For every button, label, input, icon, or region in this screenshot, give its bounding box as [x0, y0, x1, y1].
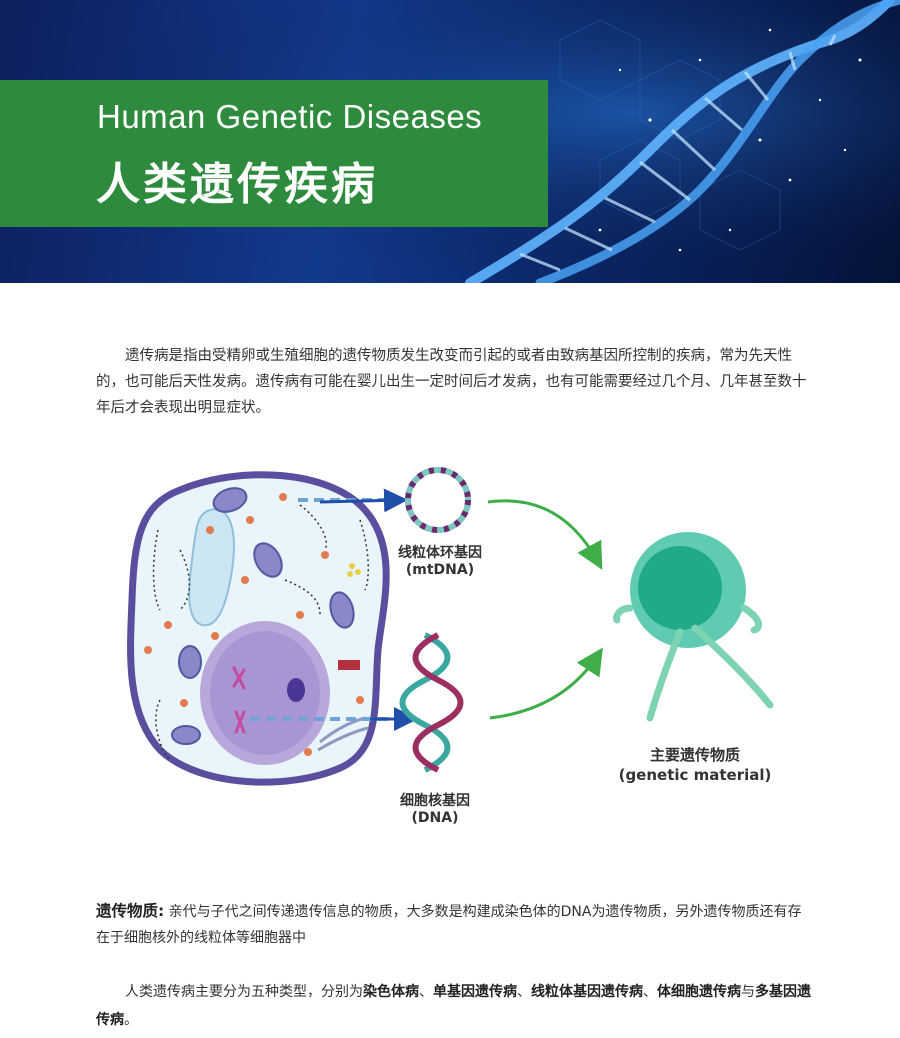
summary-sep-3: 、 — [643, 984, 657, 1000]
intro-paragraph: 遗传病是指由受精卵或生殖细胞的遗传物质发生改变而引起的或者由致病基因所控制的疾病… — [96, 347, 807, 416]
genetic-material-label: 主要遗传物质 — [649, 746, 740, 764]
mtdna-ring-icon — [405, 467, 471, 533]
definition-paragraph: 遗传物质: 亲代与子代之间传递遗传信息的物质，大多数是构建成染色体的DNA为遗传… — [96, 898, 812, 951]
mtdna-sub-label: (mtDNA) — [405, 562, 475, 578]
summary-suffix: 。 — [124, 1012, 138, 1028]
dna-label: 细胞核基因 — [400, 793, 470, 809]
summary-sep-4: 与 — [741, 984, 755, 1000]
title-box — [0, 80, 548, 227]
summary-prefix: 人类遗传病主要分为五种类型，分别为 — [125, 984, 363, 1000]
dna-helix-icon — [399, 632, 464, 773]
summary-type-1: 染色体病 — [363, 984, 419, 1000]
definition-term: 遗传物质: — [96, 902, 165, 920]
summary-type-4: 体细胞遗传病 — [657, 984, 741, 1000]
genetic-material-diagram: 线粒体环基因 (mtDNA) 细胞核基因 (DNA) 主要遗传物质 (genet… — [120, 450, 820, 840]
genetic-material-character-icon — [613, 532, 774, 722]
cell-illustration — [127, 471, 390, 786]
mtdna-label: 线粒体环基因 — [398, 545, 482, 561]
summary-type-5: 多基因遗传病 — [96, 984, 811, 1028]
summary-type-2: 单基因遗传病 — [433, 984, 517, 1000]
page-title-zh: 人类遗传疾病 — [96, 159, 378, 210]
summary-paragraph: 人类遗传病主要分为五种类型，分别为染色体病、单基因遗传病、线粒体基因遗传病、体细… — [96, 978, 812, 1034]
definition-text: 亲代与子代之间传递遗传信息的物质，大多数是构建成染色体的DNA为遗传物质，另外遗… — [96, 904, 802, 946]
dna-sub-label: (DNA) — [411, 810, 459, 826]
genetic-material-sub-label: (genetic material) — [618, 766, 772, 784]
summary-sep-2: 、 — [517, 984, 531, 1000]
summary-type-3: 线粒体基因遗传病 — [531, 984, 643, 1000]
page-title-en: Human Genetic Diseases — [97, 98, 483, 135]
summary-sep-1: 、 — [419, 984, 433, 1000]
